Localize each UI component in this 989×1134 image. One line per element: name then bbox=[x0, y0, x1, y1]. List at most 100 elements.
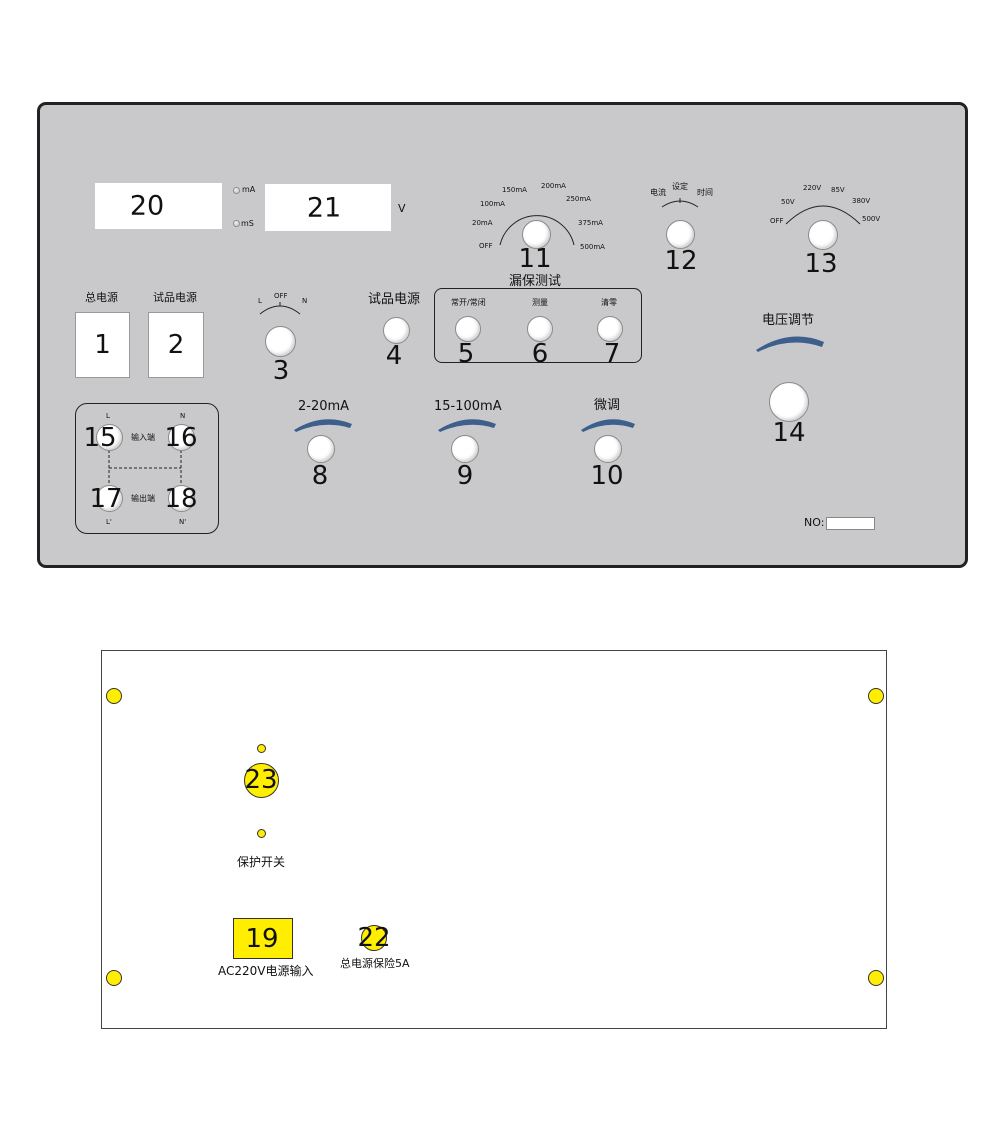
num-17: 17 bbox=[89, 484, 123, 514]
dial12-current: 电流 bbox=[650, 188, 666, 197]
dial11-scale bbox=[499, 215, 575, 246]
io-n2: N' bbox=[179, 518, 187, 526]
sample-power-button[interactable] bbox=[383, 317, 410, 344]
display-20-value: 20 bbox=[129, 190, 165, 222]
label-main-fuse: 总电源保险5A bbox=[340, 957, 410, 970]
io-output: 输出端 bbox=[131, 494, 155, 503]
dial11-20ma: 20mA bbox=[472, 219, 493, 227]
num-14: 14 bbox=[772, 418, 806, 448]
io-input: 输入端 bbox=[131, 433, 155, 442]
io-l2: L' bbox=[106, 518, 112, 526]
arc-8 bbox=[294, 419, 352, 432]
ma-indicator bbox=[233, 187, 240, 194]
knob-10[interactable] bbox=[594, 435, 622, 463]
num-23: 23 bbox=[244, 765, 278, 795]
dial13-500v: 500V bbox=[862, 215, 881, 223]
ms-indicator bbox=[233, 220, 240, 227]
mounting-hole-top-right bbox=[868, 688, 884, 704]
io-terminal-group bbox=[75, 403, 219, 534]
label-7: 清零 bbox=[601, 298, 617, 307]
dial13-50v: 50V bbox=[781, 198, 795, 206]
knob3-off: OFF bbox=[274, 292, 288, 300]
dial12-set: 设定 bbox=[672, 182, 688, 191]
voltage-adjust-arc bbox=[756, 336, 824, 352]
arc-10 bbox=[581, 419, 635, 432]
knob-8[interactable] bbox=[307, 435, 335, 463]
dial11-500ma: 500mA bbox=[580, 243, 605, 251]
terminal-15[interactable] bbox=[96, 424, 123, 451]
dial11-375ma: 375mA bbox=[578, 219, 603, 227]
knob3-n: N bbox=[302, 297, 308, 305]
num-16: 16 bbox=[164, 423, 198, 453]
label-15-100ma: 15-100mA bbox=[434, 399, 502, 414]
num-8: 8 bbox=[311, 461, 329, 491]
dial11-250ma: 250mA bbox=[566, 195, 591, 203]
no-label: NO: bbox=[804, 516, 825, 529]
protect-switch[interactable] bbox=[244, 763, 279, 798]
label-2-20ma: 2-20mA bbox=[298, 399, 350, 414]
terminal-17[interactable] bbox=[96, 485, 123, 512]
display-21-value: 21 bbox=[306, 192, 342, 223]
num-18: 18 bbox=[164, 484, 198, 514]
unit-v: V bbox=[398, 202, 406, 215]
mounting-hole-top-left bbox=[106, 688, 122, 704]
num-11: 11 bbox=[518, 244, 552, 274]
label-main-power: 总电源 bbox=[85, 291, 118, 304]
button-6[interactable] bbox=[527, 316, 553, 342]
dial12-scale bbox=[661, 198, 699, 208]
dial11-200ma: 200mA bbox=[541, 182, 566, 190]
leak-test-title: 漏保测试 bbox=[507, 274, 564, 289]
back-panel bbox=[101, 650, 887, 1029]
label-6: 测量 bbox=[532, 298, 548, 307]
arc-9 bbox=[438, 419, 496, 432]
protect-switch-screw-top bbox=[257, 744, 266, 753]
main-power-switch[interactable]: 1 bbox=[75, 312, 130, 378]
sample-power-switch[interactable]: 2 bbox=[148, 312, 204, 378]
knob3-scale bbox=[259, 302, 301, 315]
serial-number-box bbox=[826, 517, 875, 530]
num-7: 7 bbox=[603, 339, 621, 369]
label-protect-switch: 保护开关 bbox=[237, 855, 286, 869]
dial11-100ma: 100mA bbox=[480, 200, 505, 208]
num-3: 3 bbox=[272, 356, 290, 386]
display-21: 21 bbox=[265, 184, 391, 231]
terminal-16[interactable] bbox=[168, 424, 195, 451]
dial-13[interactable] bbox=[808, 220, 838, 250]
dial-11[interactable] bbox=[522, 220, 551, 249]
button-7[interactable] bbox=[597, 316, 623, 342]
io-wiring bbox=[108, 450, 182, 490]
dial13-380v: 380V bbox=[852, 197, 871, 205]
dial11-150ma: 150mA bbox=[502, 186, 527, 194]
dial13-scale bbox=[785, 205, 861, 225]
knob-9[interactable] bbox=[451, 435, 479, 463]
label-sample-power: 试品电源 bbox=[368, 292, 421, 307]
terminal-18[interactable] bbox=[168, 485, 195, 512]
unit-ma: mA bbox=[242, 185, 256, 194]
dial13-85v: 85V bbox=[831, 186, 845, 194]
dial12-time: 时间 bbox=[697, 188, 713, 197]
label-ac-input: AC220V电源输入 bbox=[218, 964, 314, 978]
main-fuse[interactable] bbox=[361, 925, 387, 951]
ac-power-input[interactable] bbox=[233, 918, 293, 959]
label-5: 常开/常闭 bbox=[451, 298, 486, 307]
num-12: 12 bbox=[664, 246, 698, 276]
num-15: 15 bbox=[83, 423, 117, 453]
dial-12[interactable] bbox=[666, 220, 695, 249]
unit-ms: mS bbox=[241, 219, 254, 228]
protect-switch-screw-bottom bbox=[257, 829, 266, 838]
num-4: 4 bbox=[385, 341, 403, 371]
knob3-l: L bbox=[258, 297, 262, 305]
dial13-220v: 220V bbox=[803, 184, 822, 192]
num-6: 6 bbox=[531, 339, 549, 369]
dial13-off: OFF bbox=[770, 217, 784, 225]
num-5: 5 bbox=[457, 339, 475, 369]
mounting-hole-bottom-left bbox=[106, 970, 122, 986]
label-voltage-adjust: 电压调节 bbox=[762, 313, 815, 328]
dial11-off: OFF bbox=[479, 242, 493, 250]
num-10: 10 bbox=[590, 461, 624, 491]
voltage-adjust-knob[interactable] bbox=[769, 382, 809, 422]
io-n: N bbox=[180, 412, 186, 420]
leak-test-group bbox=[434, 288, 642, 363]
button-5[interactable] bbox=[455, 316, 481, 342]
knob-3[interactable] bbox=[265, 326, 296, 357]
